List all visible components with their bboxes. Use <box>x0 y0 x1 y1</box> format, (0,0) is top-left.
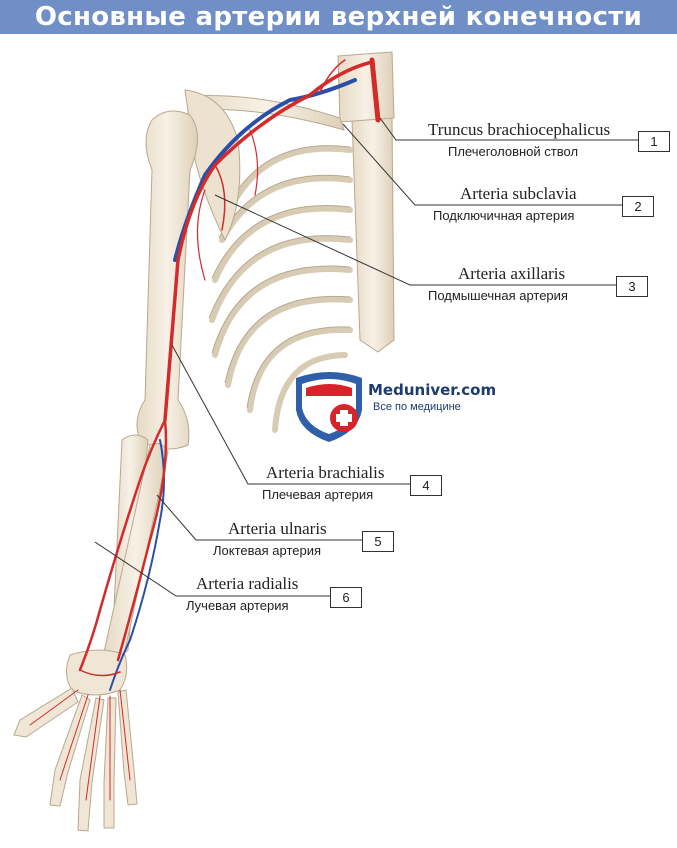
label-3-number: 3 <box>616 276 648 297</box>
label-4-number: 4 <box>410 475 442 496</box>
label-5-russian: Локтевая артерия <box>213 543 322 558</box>
leader-lines <box>94 117 638 597</box>
title-bar <box>0 0 677 34</box>
watermark-name: Meduniver.com <box>368 381 497 399</box>
label-6-russian: Лучевая артерия <box>186 598 289 613</box>
label-1-latin: Truncus brachiocephalicus <box>428 120 611 139</box>
label-1-russian: Плечеголовной ствол <box>448 144 579 159</box>
label-4-russian: Плечевая артерия <box>262 487 374 502</box>
label-5-latin: Arteria ulnaris <box>228 519 327 538</box>
label-2-latin: Arteria subclavia <box>460 184 577 203</box>
label-2-number: 2 <box>622 196 654 217</box>
shield-logo-icon <box>296 372 362 442</box>
label-3-russian: Подмышечная артерия <box>428 288 568 303</box>
label-3-latin: Arteria axillaris <box>458 264 566 283</box>
label-2-russian: Подключичная артерия <box>433 208 575 223</box>
label-4-latin: Arteria brachialis <box>266 463 385 482</box>
label-1-number: 1 <box>638 131 670 152</box>
label-6-number: 6 <box>330 587 362 608</box>
arm-arteries-illustration <box>13 51 638 832</box>
watermark-tagline: Все по медицине <box>373 401 461 413</box>
page-title: Основные артерии верхней конечности <box>34 2 643 32</box>
label-6-latin: Arteria radialis <box>196 574 299 593</box>
label-5-number: 5 <box>362 531 394 552</box>
spine-column <box>337 51 395 353</box>
hand-bones <box>13 649 138 832</box>
arteries <box>29 57 381 801</box>
humerus <box>136 110 198 450</box>
